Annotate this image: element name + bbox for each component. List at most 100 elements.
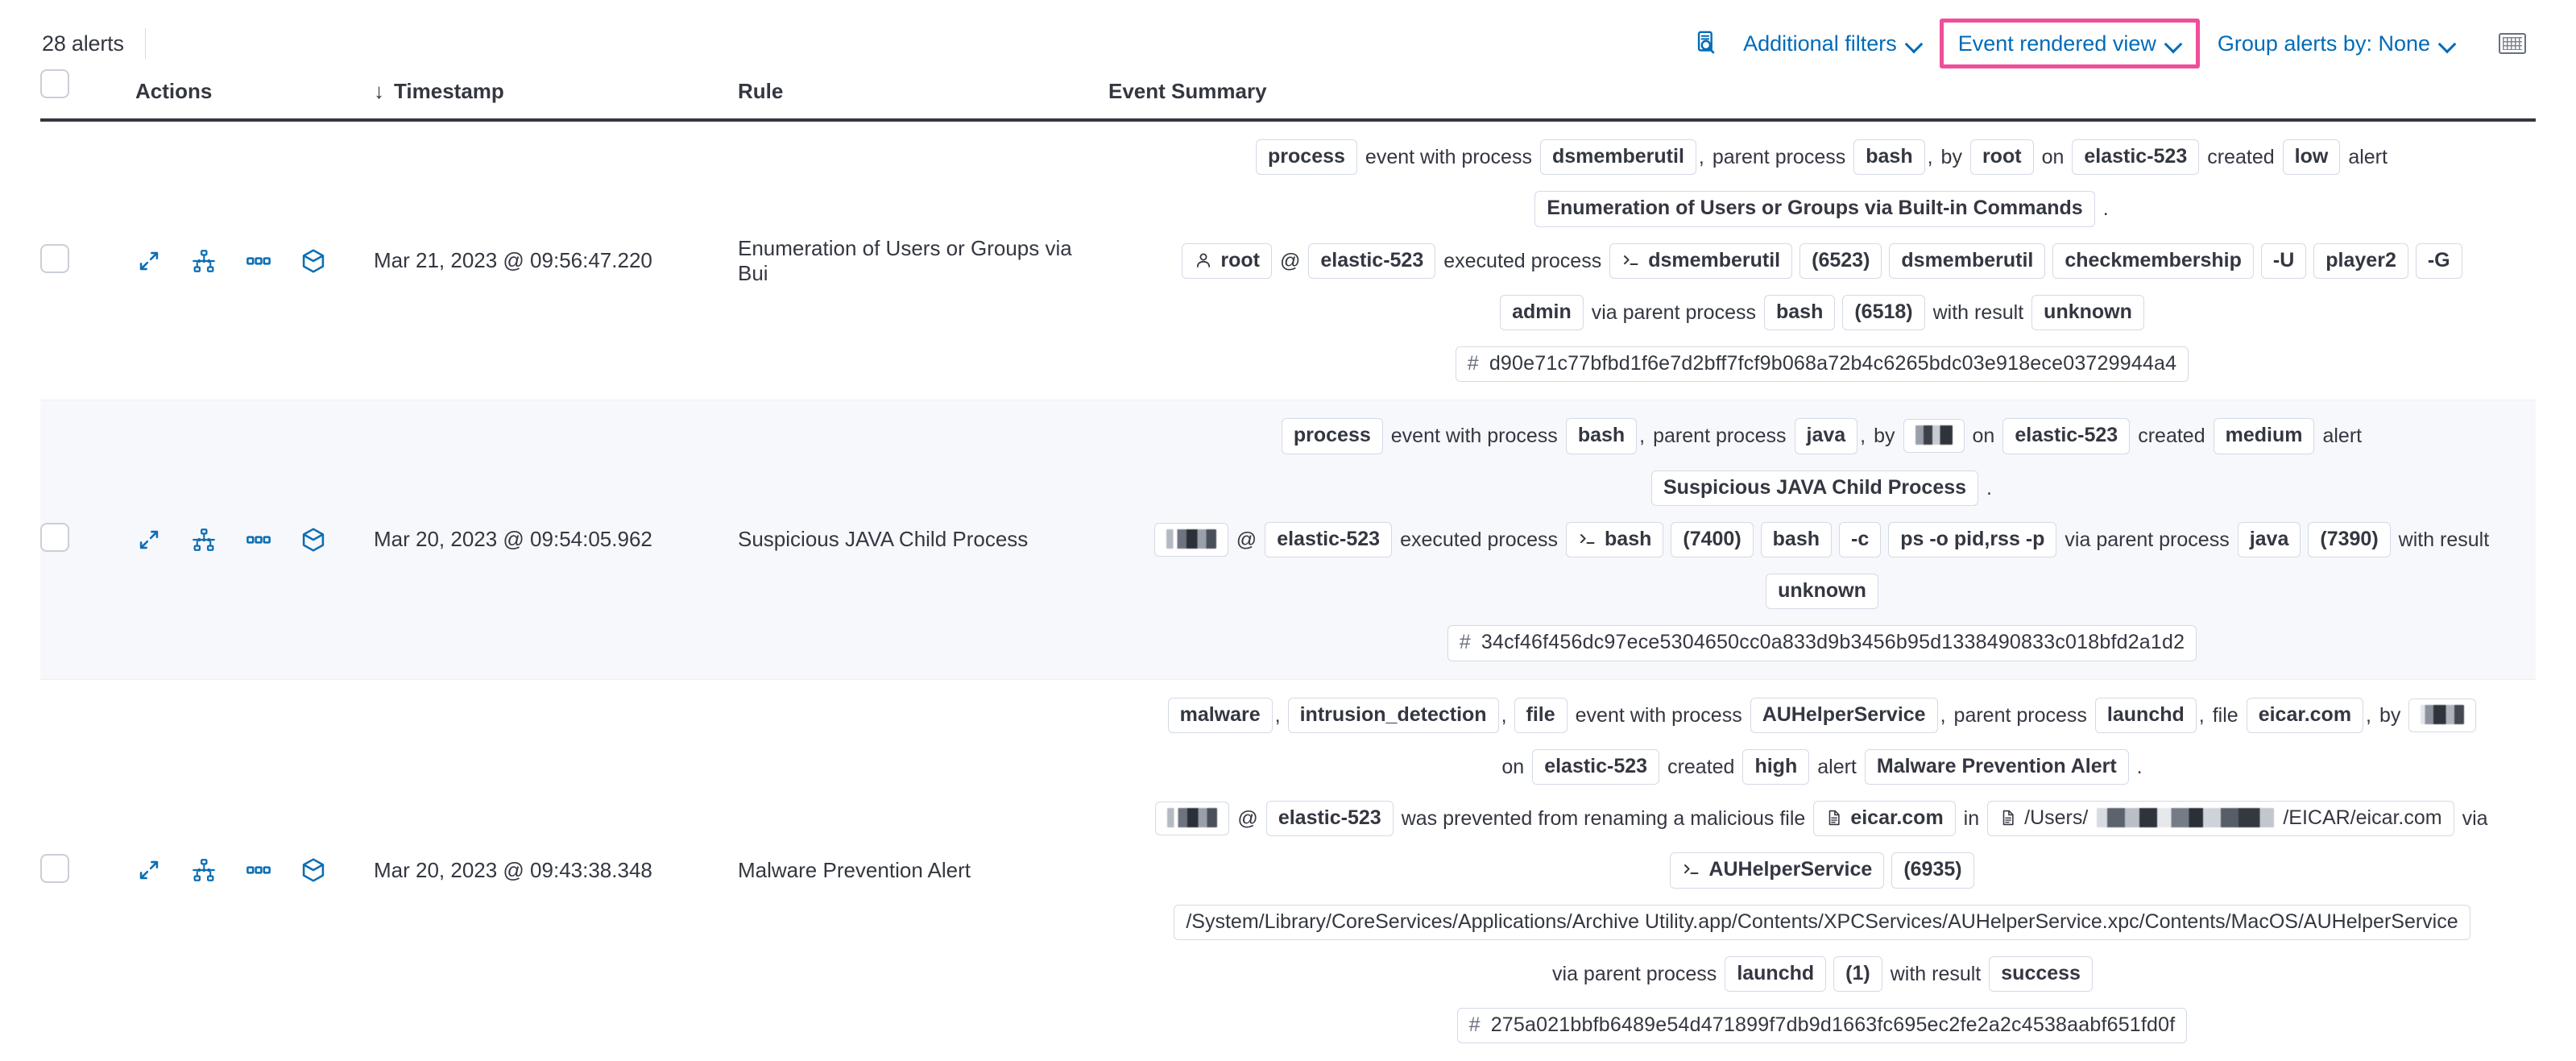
summary-chip[interactable]: AUHelperService <box>1750 697 1938 733</box>
summary-chip[interactable]: high <box>1742 748 1810 785</box>
summary-chip[interactable]: malware <box>1167 697 1273 733</box>
summary-chip[interactable]: eicar.com <box>2246 697 2364 733</box>
summary-chip-executable-path[interactable]: /System/Library/CoreServices/Application… <box>1174 904 2470 940</box>
row-select-checkbox[interactable] <box>40 853 69 883</box>
summary-chip-user[interactable]: root <box>1182 242 1272 279</box>
row-rule-name[interactable]: Malware Prevention Alert <box>738 857 971 882</box>
group-alerts-by-button[interactable]: Group alerts by: None <box>2205 25 2468 63</box>
summary-chip[interactable]: process <box>1256 139 1357 176</box>
summary-chip[interactable]: elastic-523 <box>1265 521 1393 557</box>
summary-chip[interactable]: -c <box>1839 521 1882 557</box>
summary-chip[interactable]: intrusion_detection <box>1287 697 1499 733</box>
summary-text: via parent process <box>2065 528 2230 551</box>
summary-chip[interactable]: java <box>2237 521 2301 557</box>
summary-chip[interactable]: (1) <box>1833 955 1882 992</box>
summary-chip[interactable]: -U <box>2260 242 2307 279</box>
summary-chip[interactable]: root <box>1969 139 2034 176</box>
summary-chip[interactable]: bash <box>1853 139 1925 176</box>
summary-chip-redacted-user[interactable] <box>1155 802 1230 836</box>
summary-chip[interactable]: Malware Prevention Alert <box>1864 748 2129 785</box>
analyze-event-icon[interactable] <box>190 247 217 275</box>
hash-symbol-icon: # <box>1468 1013 1481 1036</box>
summary-chip[interactable]: elastic-523 <box>2002 418 2131 454</box>
summary-chip[interactable]: (6935) <box>1891 852 1974 889</box>
summary-chip[interactable]: -G <box>2415 242 2462 279</box>
inspect-search-icon[interactable] <box>1684 23 1730 64</box>
summary-chip[interactable]: bash <box>1760 521 1832 557</box>
summary-chip[interactable]: elastic-523 <box>1308 242 1436 279</box>
summary-chip[interactable]: (6523) <box>1799 242 1882 279</box>
summary-chip[interactable]: java <box>1794 418 1858 454</box>
summary-chip-hash[interactable]: #275a021bbfb6489e54d471899f7db9d1663fc69… <box>1456 1008 2188 1044</box>
summary-chip[interactable]: file <box>1514 697 1568 733</box>
row-select-checkbox[interactable] <box>40 523 69 553</box>
summary-chip[interactable]: low <box>2282 139 2341 176</box>
select-all-checkbox[interactable] <box>40 69 69 98</box>
summary-chip-process[interactable]: bash <box>1566 521 1664 557</box>
summary-chip[interactable]: elastic-523 <box>2072 139 2200 176</box>
keyboard-shortcuts-button[interactable] <box>2489 27 2536 60</box>
summary-chip-hash[interactable]: #34cf46f456dc97ece5304650cc0a833d9b3456b… <box>1447 625 2197 661</box>
summary-chip[interactable]: elastic-523 <box>1265 801 1394 837</box>
expand-icon[interactable] <box>135 526 163 553</box>
session-view-icon[interactable] <box>300 526 327 553</box>
row-rule-name[interactable]: Enumeration of Users or Groups via Bui <box>738 120 1108 401</box>
summary-chip-file-path[interactable]: /Users//EICAR/eicar.com <box>1987 801 2454 837</box>
summary-chip[interactable]: launchd <box>2094 697 2197 733</box>
summary-chip-process[interactable]: dsmemberutil <box>1609 242 1793 279</box>
summary-chip-file[interactable]: eicar.com <box>1813 801 1956 837</box>
summary-chip[interactable]: Suspicious JAVA Child Process <box>1651 470 1979 506</box>
summary-chip[interactable]: bash <box>1565 418 1638 454</box>
column-header-rule[interactable]: Rule <box>738 69 1108 120</box>
summary-chip-redacted-user[interactable] <box>1903 419 1965 454</box>
expand-icon[interactable] <box>135 856 163 884</box>
summary-chip[interactable]: (7390) <box>2308 521 2391 557</box>
summary-chip[interactable]: (7400) <box>1671 521 1754 557</box>
summary-chip[interactable]: unknown <box>1766 574 1878 610</box>
summary-chip[interactable]: (6518) <box>1842 294 1925 330</box>
summary-chip[interactable]: ps -o pid,rss -p <box>1888 521 2057 557</box>
analyze-event-icon[interactable] <box>190 526 217 553</box>
session-view-icon[interactable] <box>300 856 327 884</box>
summary-chip[interactable]: medium <box>2213 418 2315 454</box>
summary-chip-redacted-user[interactable] <box>1153 522 1228 557</box>
summary-chip[interactable]: process <box>1281 418 1383 454</box>
more-actions-icon[interactable] <box>245 856 272 884</box>
analyze-event-icon[interactable] <box>190 856 217 884</box>
table-header-row: Actions ↓Timestamp Rule Event Summary <box>40 69 2536 120</box>
summary-chip[interactable]: Enumeration of Users or Groups via Built… <box>1534 191 2095 227</box>
summary-chip[interactable]: bash <box>1764 294 1836 330</box>
summary-chip[interactable]: dsmemberutil <box>1539 139 1696 176</box>
redacted-username <box>2097 808 2275 828</box>
event-rendered-view-highlight: Event rendered view <box>1939 19 2200 68</box>
session-view-icon[interactable] <box>300 247 327 275</box>
row-select-checkbox[interactable] <box>40 244 69 274</box>
row-rule-name[interactable]: Suspicious JAVA Child Process <box>738 400 1108 680</box>
summary-chip[interactable]: elastic-523 <box>1532 748 1660 785</box>
summary-text: created <box>1667 755 1735 778</box>
summary-chip[interactable]: admin <box>1500 294 1584 330</box>
column-header-actions[interactable]: Actions <box>101 69 374 120</box>
toolbar-actions: Additional filters Event rendered view G… <box>1684 19 2536 68</box>
summary-chip-redacted-user[interactable] <box>2408 698 2477 732</box>
summary-chip[interactable]: launchd <box>1725 955 1827 992</box>
additional-filters-button[interactable]: Additional filters <box>1730 25 1935 63</box>
summary-chip[interactable]: checkmembership <box>2052 242 2254 279</box>
more-actions-icon[interactable] <box>245 247 272 275</box>
summary-chip-process[interactable]: AUHelperService <box>1670 852 1885 889</box>
summary-chip-hash[interactable]: #d90e71c77bfbd1f6e7d2bff7fcf9b068a72b4c6… <box>1455 346 2189 383</box>
summary-chip[interactable]: success <box>1989 955 2093 992</box>
expand-icon[interactable] <box>135 247 163 275</box>
hash-symbol-icon: # <box>1459 631 1471 654</box>
event-rendered-view-button[interactable]: Event rendered view <box>1949 28 2191 60</box>
summary-chip[interactable]: dsmemberutil <box>1889 242 2046 279</box>
summary-chip[interactable]: unknown <box>2031 294 2144 330</box>
summary-chip[interactable]: player2 <box>2313 242 2408 279</box>
column-header-event-summary[interactable]: Event Summary <box>1108 69 2536 120</box>
more-actions-icon[interactable] <box>245 526 272 553</box>
column-header-timestamp[interactable]: ↓Timestamp <box>374 69 738 120</box>
